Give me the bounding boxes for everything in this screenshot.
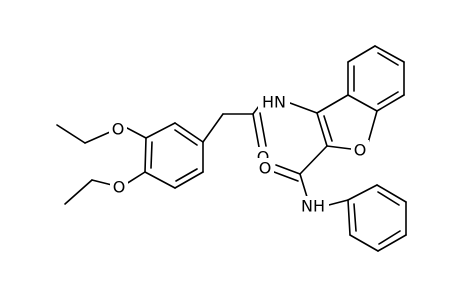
- bond: [125, 171, 146, 185]
- atom-o-furan: O: [351, 140, 369, 160]
- bond: [316, 94, 349, 114]
- bond-inner: [323, 115, 333, 142]
- bond: [275, 164, 301, 175]
- atom-label-o: O: [112, 120, 125, 139]
- bond: [347, 184, 378, 201]
- bond: [144, 137, 147, 173]
- bond: [144, 171, 176, 189]
- bond-inner: [150, 141, 153, 169]
- bond: [299, 145, 328, 175]
- bond: [377, 234, 407, 252]
- bond: [84, 131, 111, 144]
- bond-inner: [174, 129, 198, 146]
- bond: [64, 179, 93, 205]
- bond-inner: [353, 203, 357, 232]
- bond: [347, 94, 378, 112]
- bond: [347, 45, 376, 63]
- atom-label-nh: NH: [301, 197, 325, 216]
- bond: [367, 110, 378, 144]
- bond: [289, 102, 318, 114]
- atom-o-carbonyl-lower: O: [256, 158, 274, 178]
- bond: [349, 234, 379, 252]
- bond: [126, 127, 147, 139]
- atom-label-layer: HN O O O NH O O: [109, 92, 369, 216]
- bond: [145, 122, 176, 139]
- bond: [374, 45, 405, 63]
- bond: [91, 179, 113, 186]
- bond: [299, 173, 308, 198]
- bond-inner: [175, 168, 198, 182]
- bond: [174, 171, 204, 189]
- atom-label-o: O: [354, 141, 367, 160]
- bond: [347, 199, 351, 236]
- atom-o-ethoxy-bottom: O: [110, 177, 128, 197]
- bond-layer: [56, 45, 407, 252]
- atom-label-o: O: [259, 159, 272, 178]
- bond: [202, 113, 224, 143]
- bond: [174, 122, 204, 143]
- bond: [326, 145, 352, 150]
- bond-inner: [377, 52, 399, 66]
- atom-nh-lower: NH: [297, 196, 329, 216]
- bond: [56, 124, 86, 144]
- bond: [252, 113, 260, 148]
- bond-inner: [377, 191, 400, 206]
- bond: [316, 112, 328, 147]
- atom-label-hn: HN: [262, 93, 286, 112]
- bond: [259, 112, 267, 147]
- atom-label-o: O: [113, 178, 126, 197]
- bond: [376, 184, 407, 203]
- bond: [376, 94, 405, 112]
- bond-inner: [377, 91, 399, 105]
- atom-o-ethoxy-top: O: [109, 119, 127, 139]
- atom-nh-upper: HN: [258, 92, 290, 112]
- bond-inner: [378, 230, 401, 245]
- bond: [273, 171, 299, 182]
